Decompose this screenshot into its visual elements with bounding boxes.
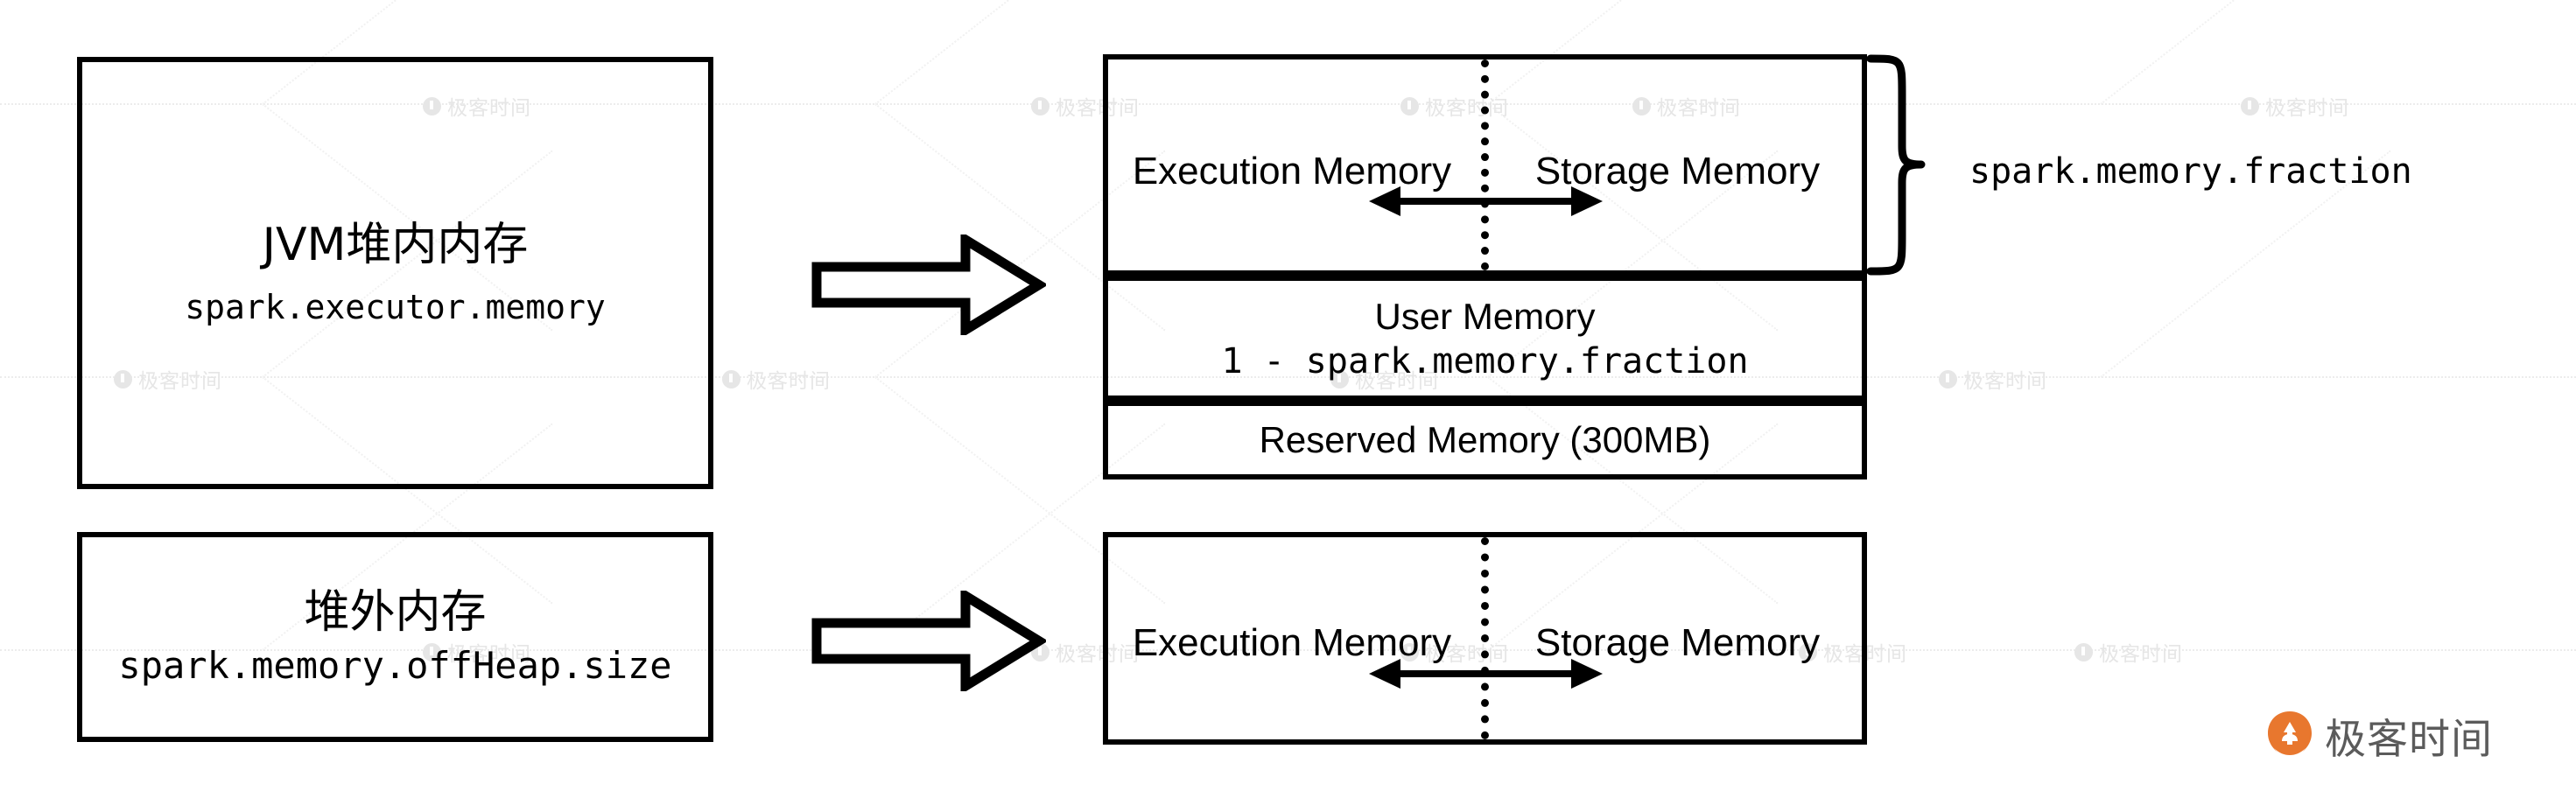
- user-memory-config: 1 - spark.memory.fraction: [1221, 340, 1749, 382]
- storage-memory-label: Storage Memory: [1534, 149, 1821, 192]
- geektime-logo-text: 极客时间: [2325, 716, 2493, 764]
- execution-storage-memory-box: [1103, 54, 1867, 276]
- watermark-label: 极客时间: [2099, 643, 2183, 666]
- geektime-logo: 极客时间: [2265, 705, 2493, 766]
- watermark-logo-icon: [722, 369, 741, 388]
- off-heap-memory-box: [77, 532, 713, 742]
- watermark-logo-icon: [2074, 642, 2093, 662]
- watermark-mark: 极客时间: [1939, 364, 2047, 394]
- user-memory-label: User Memory: [1374, 295, 1596, 337]
- offheap-execution-storage-divider-icon: [1481, 537, 1489, 739]
- memory-fraction-label: spark.memory.fraction: [1969, 151, 2412, 192]
- off-heap-memory-title: 堆外内存: [304, 585, 487, 639]
- off-heap-memory-content: 堆外内存 spark.memory.offHeap.size: [77, 532, 713, 742]
- block-arrow-right-icon: [810, 231, 1049, 339]
- watermark-label: 极客时间: [2265, 97, 2349, 120]
- jvm-heap-memory-config: spark.executor.memory: [185, 287, 606, 326]
- watermark-mark: 极客时间: [2074, 637, 2183, 667]
- execution-memory-label-wrap: Execution Memory: [1103, 54, 1481, 276]
- jvm-heap-memory-content: JVM堆内内存 spark.executor.memory: [77, 57, 713, 489]
- offheap-execution-storage-memory-box: [1103, 532, 1867, 745]
- user-memory-content: User Memory 1 - spark.memory.fraction: [1103, 276, 1867, 401]
- block-arrow-right-icon: [810, 587, 1049, 695]
- execution-storage-resize-arrow-icon: [1365, 175, 1606, 228]
- watermark-label: 极客时间: [747, 370, 831, 393]
- off-heap-memory-config: spark.memory.offHeap.size: [118, 644, 672, 688]
- watermark-diagonal: [2100, 0, 2391, 105]
- watermark-mark: 极客时间: [722, 364, 831, 394]
- jvm-heap-memory-box: [77, 57, 713, 489]
- execution-memory-label: Execution Memory: [1132, 149, 1452, 192]
- offheap-storage-memory-label: Storage Memory: [1534, 620, 1821, 664]
- offheap-storage-memory-label-wrap: Storage Memory: [1488, 532, 1867, 745]
- user-memory-box: [1103, 276, 1867, 401]
- watermark-logo-icon: [1031, 96, 1049, 116]
- reserved-memory-content: Reserved Memory (300MB): [1103, 401, 1867, 480]
- watermark-logo-icon: [1939, 369, 1957, 388]
- memory-fraction-brace-icon: [1866, 54, 1946, 276]
- storage-memory-label-wrap: Storage Memory: [1488, 54, 1867, 276]
- geektime-logo-icon: [2268, 710, 2312, 759]
- watermark-logo-icon: [2241, 96, 2259, 116]
- offheap-execution-storage-resize-arrow-icon: [1365, 648, 1606, 700]
- offheap-execution-memory-label: Execution Memory: [1132, 620, 1452, 664]
- jvm-heap-memory-title: JVM堆内内存: [262, 219, 529, 272]
- offheap-execution-memory-label-wrap: Execution Memory: [1103, 532, 1481, 745]
- watermark-mark: 极客时间: [2241, 91, 2349, 121]
- reserved-memory-box: [1103, 401, 1867, 480]
- execution-storage-divider-icon: [1481, 60, 1489, 270]
- watermark-label: 极客时间: [1963, 370, 2047, 393]
- reserved-memory-label: Reserved Memory (300MB): [1259, 419, 1711, 460]
